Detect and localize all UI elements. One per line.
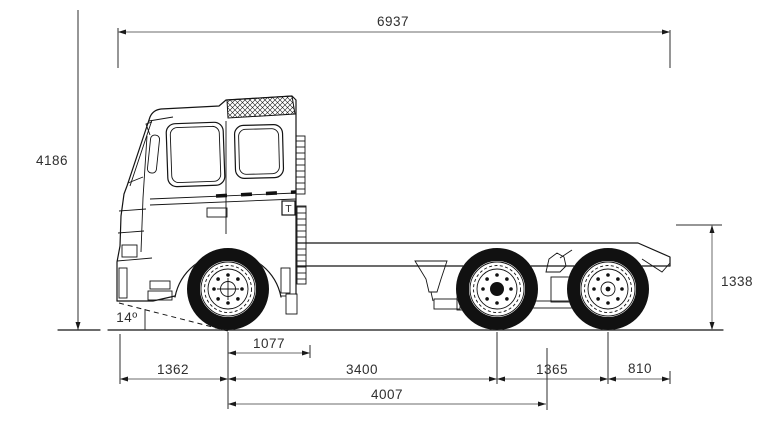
door-window — [165, 121, 226, 188]
dimension-label-overall-length: 6937 — [377, 14, 409, 29]
intake-tube — [433, 298, 461, 310]
front-wheel — [187, 248, 269, 330]
dimension-approach-angle: 14º — [116, 302, 229, 332]
cab-marker-label: T — [285, 203, 292, 215]
dimension-label-rear-frame-height: 1338 — [721, 274, 753, 289]
cab-rear-ribs-lower — [296, 205, 307, 285]
side-mirror — [145, 121, 161, 174]
intake-funnel — [414, 260, 448, 293]
truck-cab: T — [116, 95, 307, 315]
dimension-label-overall-height: 4186 — [36, 153, 68, 168]
cab-rear-marker: T — [281, 200, 296, 216]
dimension-label-rear-overhang: 810 — [628, 361, 652, 376]
sun-visor — [148, 116, 174, 122]
a-pillar-line — [129, 119, 153, 187]
cab-step-upper — [149, 280, 171, 290]
rear-side-window — [233, 124, 285, 179]
rear-bracket — [641, 258, 671, 273]
behind-cab-equipment — [280, 260, 467, 311]
dimension-row-axles: 1362 3400 1365 810 — [119, 332, 671, 409]
dimension-label-bogie-spread: 1365 — [536, 362, 568, 377]
roof-air-deflector — [226, 95, 296, 119]
door-front-seam — [140, 135, 148, 253]
hub-center — [490, 282, 504, 296]
dimension-label-approach-angle: 14º — [116, 310, 137, 325]
hub-crosshair — [217, 278, 239, 300]
rear-wheel — [567, 248, 649, 330]
middle-wheel — [456, 248, 538, 330]
dimension-label-axle-to-cab-rear: 1077 — [253, 336, 285, 351]
cab-rear-ribs-upper — [295, 135, 306, 195]
dimension-label-wheelbase: 3400 — [346, 362, 378, 377]
dimension-axle-to-cab-rear: 1077 — [228, 336, 311, 358]
dimension-label-front-overhang: 1362 — [157, 362, 189, 377]
dimension-overall-height: 4186 — [36, 10, 81, 330]
dimension-axle-to-bogie-center: 4007 — [228, 348, 548, 410]
headlight — [121, 244, 138, 258]
side-box — [280, 267, 291, 294]
dimension-label-axle-to-bogie-center: 4007 — [371, 387, 403, 402]
wiper — [127, 176, 144, 184]
door-badge — [206, 207, 228, 218]
dimension-overall-length: 6937 — [117, 14, 671, 68]
bumper-step — [118, 267, 128, 299]
cab-step-lower — [147, 290, 173, 301]
dimension-rear-frame-height: 1338 — [676, 224, 753, 330]
